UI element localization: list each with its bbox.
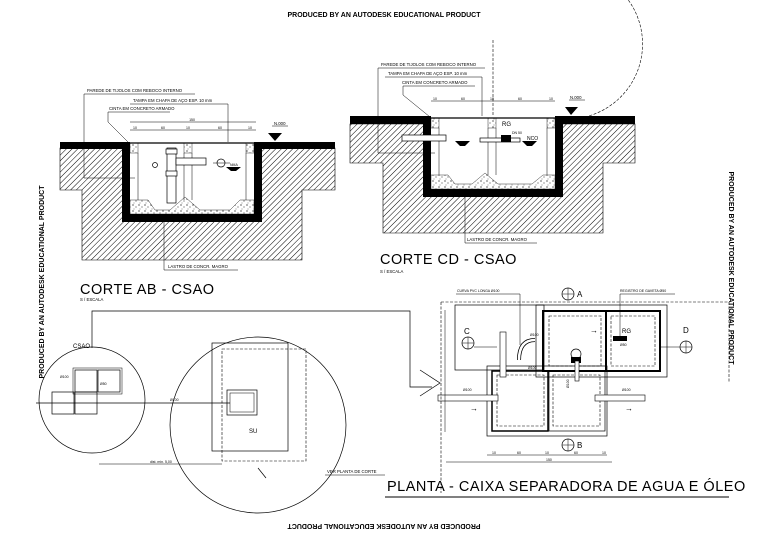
section-marker-c: C <box>461 327 475 350</box>
section-marker-d: D <box>679 326 693 354</box>
section-ab-drawing: NMA 150 10 60 10 60 10 PAREDE DE TIJOLOS… <box>59 88 336 302</box>
cd-label-lastro: LASTRO DE CONCR. MAGRO <box>467 237 528 242</box>
plan-rg-label: RG <box>622 329 631 335</box>
plan-dim: 10 <box>492 451 496 455</box>
plan-dim: 60 <box>517 451 521 455</box>
section-d-label: D <box>683 326 689 335</box>
ab-label-lastro: LASTRO DE CONCR. MAGRO <box>168 264 229 269</box>
csao-valve-label: Ø50 <box>100 382 107 386</box>
ab-label-parede: PAREDE DE TIJOLOS COM REBOCO INTERNO <box>87 88 183 93</box>
plan-d100-label: Ø100 <box>622 388 631 392</box>
ab-dim: 60 <box>218 126 222 130</box>
ab-title: CORTE AB - CSAO <box>80 282 215 298</box>
cd-nco-label: NCO <box>527 136 538 142</box>
ab-dim: 10 <box>186 126 190 130</box>
cd-dim: 10 <box>433 97 437 101</box>
ab-label-tampa: TAMPA EM CHAPA DE AÇO ESP. 10 mm <box>133 98 213 103</box>
watermark-left: PRODUCED BY AN AUTODESK EDUCATIONAL PROD… <box>39 185 46 379</box>
cd-dim: 10 <box>549 97 553 101</box>
plan-dim: 10 <box>602 451 606 455</box>
plan-title: PLANTA - CAIXA SEPARADORA DE AGUA E ÓLEO <box>387 478 746 495</box>
distance-label: dist. min. 5,00 <box>150 460 172 464</box>
plan-d100-label: Ø100 <box>528 366 537 370</box>
flow-arrow: → <box>470 404 478 413</box>
plan-d50-label: Ø50 <box>620 343 627 347</box>
plan-drawing: 10 60 10 60 10 150 A B C D CURVA PVC LON… <box>385 287 746 498</box>
plan-d100-label: Ø100 <box>566 379 570 388</box>
ab-nma-label: NMA <box>230 163 238 167</box>
section-c-label: C <box>464 327 470 336</box>
section-b-label: B <box>577 441 582 450</box>
csao-detail-circle <box>38 346 146 454</box>
cd-title: CORTE CD - CSAO <box>380 252 517 268</box>
watermark-top: PRODUCED BY AN AUTODESK EDUCATIONAL PROD… <box>287 12 481 19</box>
plan-dim-total: 150 <box>546 458 552 462</box>
cd-rg-label: RG <box>502 122 511 128</box>
section-cd-drawing: 10 60 10 60 10 RG DN 50 NCO PAREDE DE TI… <box>349 0 643 274</box>
flow-arrow: → <box>625 404 633 413</box>
cd-label-cinta: CINTA EM CONCRETO ARMADO <box>402 80 468 85</box>
ab-label-nivel: N.000 <box>274 121 286 126</box>
ver-planta-label: VER PLANTA DE CORTE <box>327 469 377 474</box>
pipe-label: Ø100 <box>170 398 179 402</box>
cd-dim: 10 <box>490 97 494 101</box>
cd-scale: S / ESCALA <box>380 269 404 274</box>
cd-dn-label: DN 50 <box>512 131 522 135</box>
flow-arrow: → <box>590 326 598 335</box>
section-marker-b: B <box>561 438 582 452</box>
watermark-right: PRODUCED BY AN AUTODESK EDUCATIONAL PROD… <box>727 171 734 365</box>
location-plan: CSAO Ø100 Ø50 Ø100 SU dist. min. 5,00 VE… <box>36 310 432 514</box>
cd-label-nivel: N.000 <box>570 95 582 100</box>
watermark-bottom: PRODUCED BY AN AUTODESK EDUCATIONAL PROD… <box>287 522 481 529</box>
plan-d100-label: Ø100 <box>530 333 539 337</box>
ab-dim-total: 150 <box>189 118 195 122</box>
plan-dim: 60 <box>574 451 578 455</box>
curva-label: CURVA PVC LONGA Ø100 <box>457 289 500 293</box>
csao-pipe-label: Ø100 <box>60 375 69 379</box>
ab-label-cinta: CINTA EM CONCRETO ARMADO <box>109 106 175 111</box>
ab-scale: S / ESCALA <box>80 297 104 302</box>
cd-label-parede: PAREDE DE TIJOLOS COM REBOCO INTERNO <box>381 62 477 67</box>
section-marker-a: A <box>561 287 583 301</box>
section-a-label: A <box>577 290 583 299</box>
ab-dim: 10 <box>133 126 137 130</box>
cd-dim: 60 <box>461 97 465 101</box>
registro-label: REGISTRO DE GAVETA Ø50 <box>620 289 666 293</box>
su-detail-circle <box>169 336 347 514</box>
cd-dim: 60 <box>518 97 522 101</box>
su-label: SU <box>249 429 257 435</box>
plan-dim: 10 <box>545 451 549 455</box>
csao-label: CSAO <box>73 344 90 350</box>
ab-dim: 10 <box>248 126 252 130</box>
plan-d100-label: Ø100 <box>463 388 472 392</box>
ab-dim: 60 <box>161 126 165 130</box>
cd-label-tampa: TAMPA EM CHAPA DE AÇO ESP. 10 mm <box>388 71 468 76</box>
